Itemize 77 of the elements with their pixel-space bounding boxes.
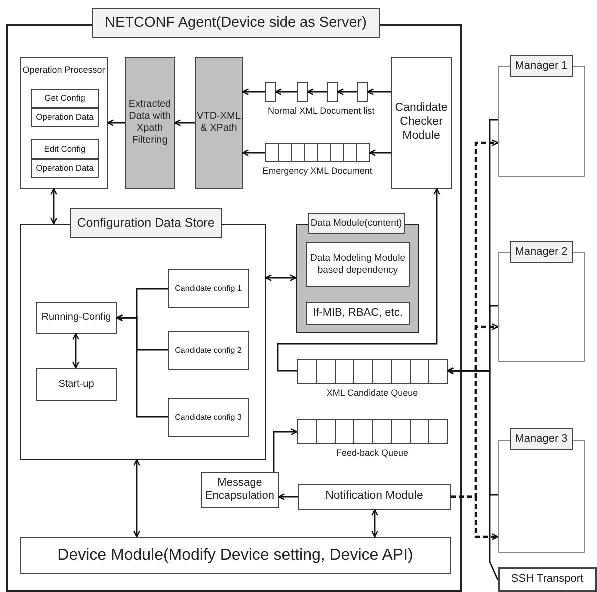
module-box bbox=[36, 368, 117, 401]
queue-label: XML Candidate Queue bbox=[326, 388, 418, 398]
module-label: Running-Config bbox=[42, 312, 112, 324]
module-label: Extracted Data with Xpath Filtering bbox=[128, 99, 172, 147]
container-box bbox=[296, 213, 419, 333]
arrow bbox=[277, 188, 440, 372]
module-label: Operation Data bbox=[36, 112, 94, 123]
module-box bbox=[31, 89, 99, 108]
module-box bbox=[31, 108, 99, 127]
arrow bbox=[372, 509, 378, 538]
section-title: NETCONF Agent(Device side as Server) bbox=[92, 8, 380, 38]
queue-label: Feed-back Queue bbox=[336, 448, 409, 458]
arrow bbox=[447, 368, 499, 580]
module-box bbox=[31, 159, 99, 178]
module-label: Candidate Checker Module bbox=[394, 102, 449, 144]
section-title: Manager 3 bbox=[510, 428, 573, 450]
manager-box bbox=[498, 428, 585, 553]
queue-slot bbox=[357, 82, 368, 102]
queue-label: Emergency XML Document bbox=[262, 166, 372, 176]
module-box bbox=[168, 269, 249, 308]
module-label: If-MIB, RBAC, etc. bbox=[313, 306, 403, 320]
module-label: Operation Data bbox=[36, 163, 94, 174]
module-box bbox=[391, 57, 452, 189]
module-label: Device Module(Modify Device setting, Device API) bbox=[58, 546, 414, 566]
queue-slot bbox=[327, 82, 338, 102]
module-label: Candidate config 1 bbox=[175, 284, 242, 294]
module-label: Start-up bbox=[58, 378, 94, 390]
queue-slot bbox=[265, 82, 276, 102]
module-box bbox=[306, 242, 410, 287]
container-box bbox=[20, 208, 266, 460]
arrow bbox=[307, 88, 327, 96]
section-title: Manager 1 bbox=[510, 55, 573, 77]
arrow bbox=[242, 150, 265, 156]
module-label: Get Config bbox=[44, 93, 86, 104]
module-box bbox=[298, 484, 451, 510]
container-box bbox=[6, 8, 462, 592]
queue-slot bbox=[297, 82, 308, 102]
module-box bbox=[125, 57, 175, 189]
module-label: Data Modeling Module based dependency bbox=[309, 253, 407, 276]
arrow bbox=[278, 494, 298, 500]
module-box bbox=[20, 57, 108, 189]
module-label: Edit Config bbox=[44, 144, 86, 154]
module-box bbox=[498, 567, 597, 592]
arrow bbox=[107, 120, 125, 126]
section-title: Data Module(content) bbox=[308, 213, 405, 234]
section-title: Configuration Data Store bbox=[70, 208, 222, 238]
module-label: Notification Module bbox=[326, 490, 424, 504]
arrow bbox=[72, 333, 80, 369]
arrow bbox=[242, 88, 265, 96]
module-box bbox=[195, 57, 243, 189]
module-box bbox=[36, 302, 117, 334]
module-label: Candidate config 3 bbox=[175, 412, 242, 422]
manager-box bbox=[498, 55, 585, 177]
arrow bbox=[273, 428, 298, 472]
arrow bbox=[134, 459, 140, 538]
module-box bbox=[168, 331, 249, 370]
module-box bbox=[168, 398, 249, 437]
module-label: VTD-XML & XPath bbox=[197, 111, 241, 135]
module-label: SSH Transport bbox=[511, 572, 584, 586]
section-title: Manager 2 bbox=[510, 241, 573, 263]
module-label: Message Encapsulation bbox=[204, 476, 276, 504]
queue-label: Normal XML Document list bbox=[268, 106, 375, 116]
module-box bbox=[31, 139, 99, 159]
arrow bbox=[265, 274, 297, 282]
module-label: Candidate config 2 bbox=[175, 346, 242, 356]
arrow bbox=[369, 150, 391, 156]
arrow bbox=[116, 314, 168, 418]
arrow bbox=[367, 88, 391, 96]
module-title: Operation Processor bbox=[22, 65, 106, 75]
arrow bbox=[275, 88, 297, 96]
arrow bbox=[174, 120, 195, 126]
manager-box bbox=[498, 241, 585, 362]
arrow bbox=[50, 188, 58, 225]
arrow bbox=[451, 496, 499, 540]
module-box bbox=[306, 302, 410, 325]
arrow bbox=[337, 88, 357, 96]
module-box bbox=[20, 537, 451, 574]
